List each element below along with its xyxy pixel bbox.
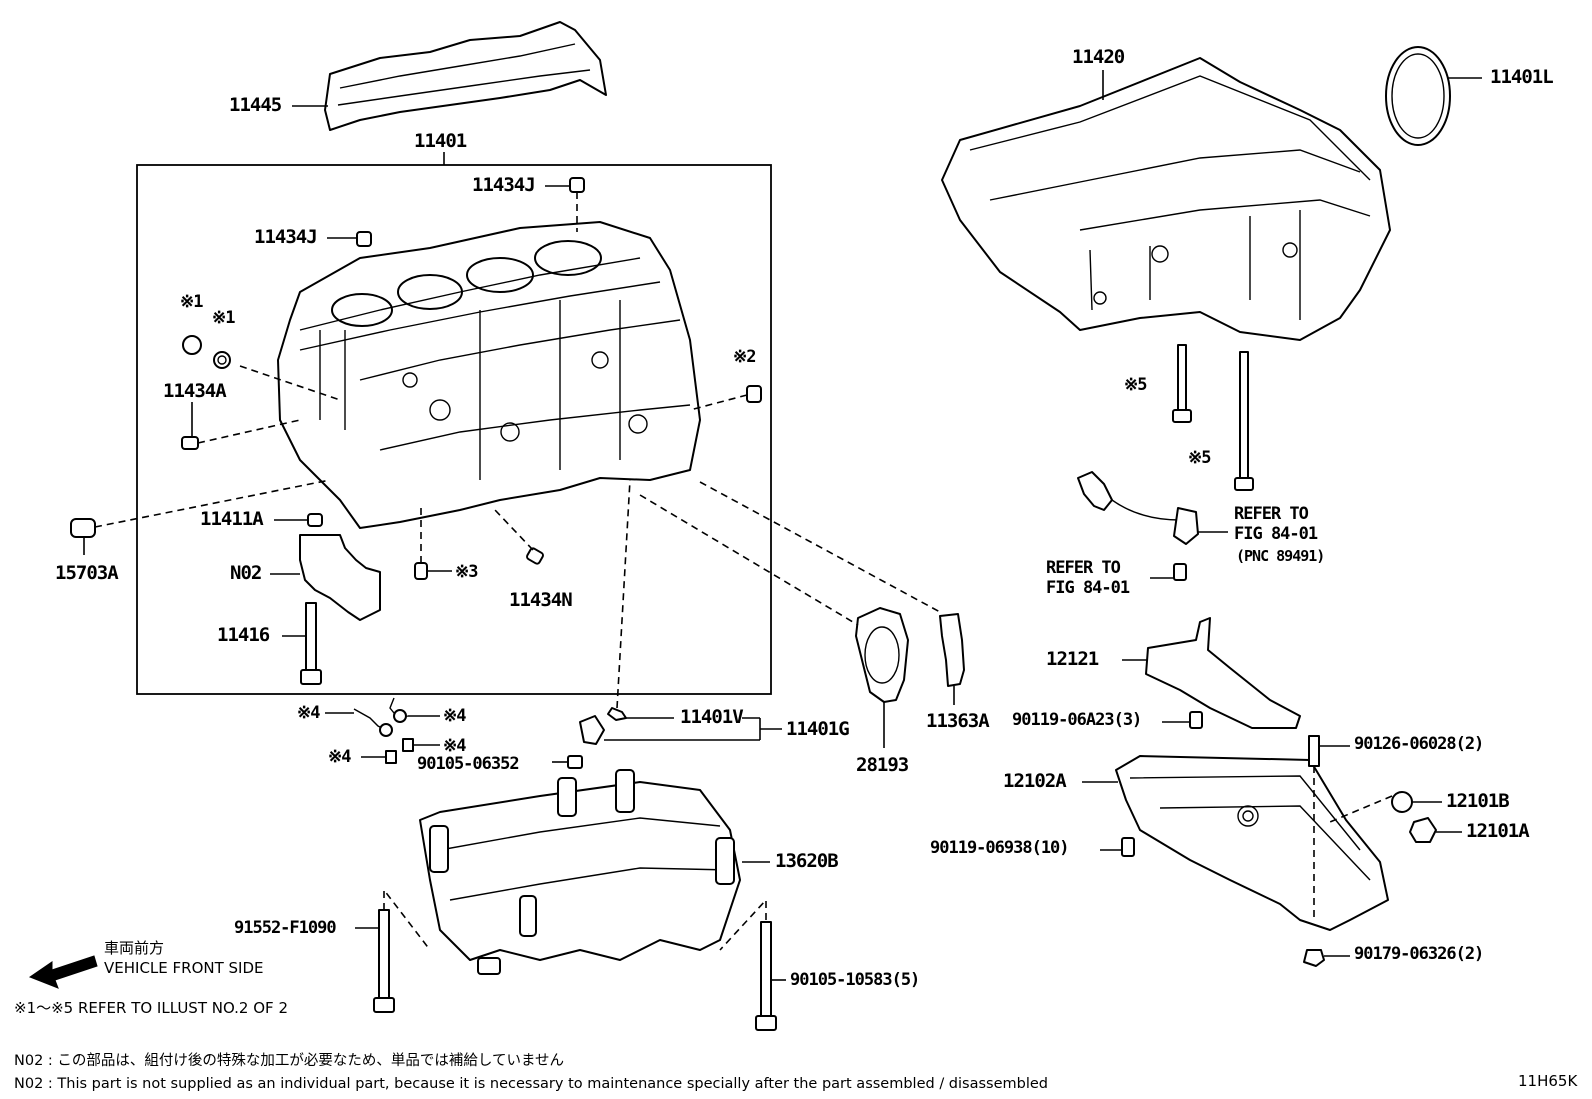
sensor-connector-icon <box>1173 507 1199 545</box>
label-refer1-line2: FIG 84-01 <box>1234 524 1318 544</box>
bolt-ref5-a <box>1177 344 1187 414</box>
label-ref1-b: ※1 <box>212 308 236 328</box>
bolt-90105-06352 <box>567 755 583 769</box>
label-11434N: 11434N <box>509 589 573 611</box>
label-11401G: 11401G <box>786 718 850 740</box>
label-ref3: ※3 <box>455 562 479 582</box>
stud-90126-06028 <box>1308 735 1320 767</box>
label-ref4-a: ※4 <box>297 703 321 723</box>
label-11363A: 11363A <box>926 710 990 732</box>
oil-pan-11420 <box>941 57 1391 341</box>
label-refer1-line3: (PNC 89491) <box>1236 547 1325 565</box>
pin-11434A <box>181 436 199 450</box>
bolt-90105-10583 <box>760 921 772 1019</box>
check-valve-11401V <box>607 707 627 721</box>
footnote-en: N02 : This part is not supplied as an in… <box>14 1076 1048 1092</box>
bolt-91552-F1090 <box>378 909 390 1001</box>
cylinder-block-11401 <box>277 221 701 529</box>
bolt-90119-06A23 <box>1189 711 1203 729</box>
oil-seal-11401L <box>1385 46 1451 146</box>
label-refer1-line1: REFER TO <box>1234 504 1309 524</box>
bolt-ref4-c <box>402 738 414 752</box>
label-11401V: 11401V <box>680 706 744 728</box>
label-90179-06326: 90179-06326(2) <box>1354 944 1484 964</box>
pin-11411A <box>307 513 323 527</box>
bearing-cap-N02 <box>299 534 381 621</box>
front-side-label-jp: 車両前方 <box>104 939 165 957</box>
bolt-90119-06938 <box>1121 837 1135 857</box>
pin-11434N <box>526 547 544 565</box>
label-ref4-b: ※4 <box>443 706 467 726</box>
label-11420: 11420 <box>1072 46 1125 68</box>
label-ref1-a: ※1 <box>180 292 204 312</box>
label-11434J-left: 11434J <box>254 226 318 248</box>
gasket-12101B <box>1391 791 1413 813</box>
front-side-label-en: VEHICLE FRONT SIDE <box>104 959 264 977</box>
label-11401: 11401 <box>414 130 467 152</box>
dowel-pin-11434J-top <box>569 177 585 193</box>
label-90126-06028: 90126-06028(2) <box>1354 734 1484 754</box>
label-refer2-line2: FIG 84-01 <box>1046 578 1130 598</box>
label-12101A: 12101A <box>1466 820 1530 842</box>
label-90119-06938: 90119-06938(10) <box>930 838 1070 858</box>
bolt-11416 <box>305 602 317 674</box>
label-11416: 11416 <box>217 624 270 646</box>
plug-ref1-b <box>213 351 231 369</box>
drain-plug-12101A <box>1409 817 1437 843</box>
gasket-28193 <box>855 607 909 703</box>
label-ref2: ※2 <box>733 347 757 367</box>
label-90105-10583: 90105-10583(5) <box>790 970 920 990</box>
label-11434J-top: 11434J <box>472 174 536 196</box>
label-ref5-b: ※5 <box>1188 448 1212 468</box>
bracket-11401G <box>579 715 605 745</box>
label-ref4-c: ※4 <box>443 736 467 756</box>
plug-ref1-a <box>182 335 202 355</box>
label-refer2-line1: REFER TO <box>1046 558 1121 578</box>
label-ref4-d: ※4 <box>328 747 352 767</box>
pin-ref2 <box>746 385 762 403</box>
pin-ref3 <box>414 562 428 580</box>
cylinder-block-assembly-box <box>136 164 772 695</box>
label-12121: 12121 <box>1046 648 1099 670</box>
label-91552-F1090: 91552-F1090 <box>234 918 337 938</box>
vehicle-front-arrow-icon <box>28 955 98 989</box>
heat-insulator-11445 <box>324 21 607 131</box>
bolt-ref4-d <box>385 750 397 764</box>
label-11434A: 11434A <box>163 380 227 402</box>
illustration-code: 11H65K <box>1518 1072 1578 1090</box>
label-13620B: 13620B <box>775 850 839 872</box>
seal-11363A <box>939 613 965 687</box>
oil-level-sensor-icon <box>1077 471 1113 511</box>
crankcase-13620B <box>419 769 741 975</box>
label-11411A: 11411A <box>200 508 264 530</box>
oil-pan-12102A <box>1115 755 1389 931</box>
plug-15703A <box>70 518 96 538</box>
label-15703A: 15703A <box>55 562 119 584</box>
label-N02: N02 <box>230 562 262 584</box>
label-90119-06A23: 90119-06A23(3) <box>1012 710 1142 730</box>
label-90105-06352: 90105-06352 <box>417 754 520 774</box>
bolt-refer-fig <box>1173 563 1187 581</box>
nut-90179-06326 <box>1303 949 1325 967</box>
dowel-pin-11434J-left <box>356 231 372 247</box>
refer-illust-note: ※1～※5 REFER TO ILLUST NO.2 OF 2 <box>14 999 288 1017</box>
label-12102A: 12102A <box>1003 770 1067 792</box>
label-ref5-a: ※5 <box>1124 375 1148 395</box>
bolt-ref5-b <box>1239 351 1249 481</box>
label-11401L: 11401L <box>1490 66 1554 88</box>
label-11445: 11445 <box>229 94 282 116</box>
label-28193: 28193 <box>856 754 909 776</box>
footnote-jp: N02 : この部品は、組付け後の特殊な加工が必要なため、単品では補給していませ… <box>14 1053 565 1069</box>
baffle-plate-12121 <box>1145 617 1301 729</box>
label-12101B: 12101B <box>1446 790 1510 812</box>
